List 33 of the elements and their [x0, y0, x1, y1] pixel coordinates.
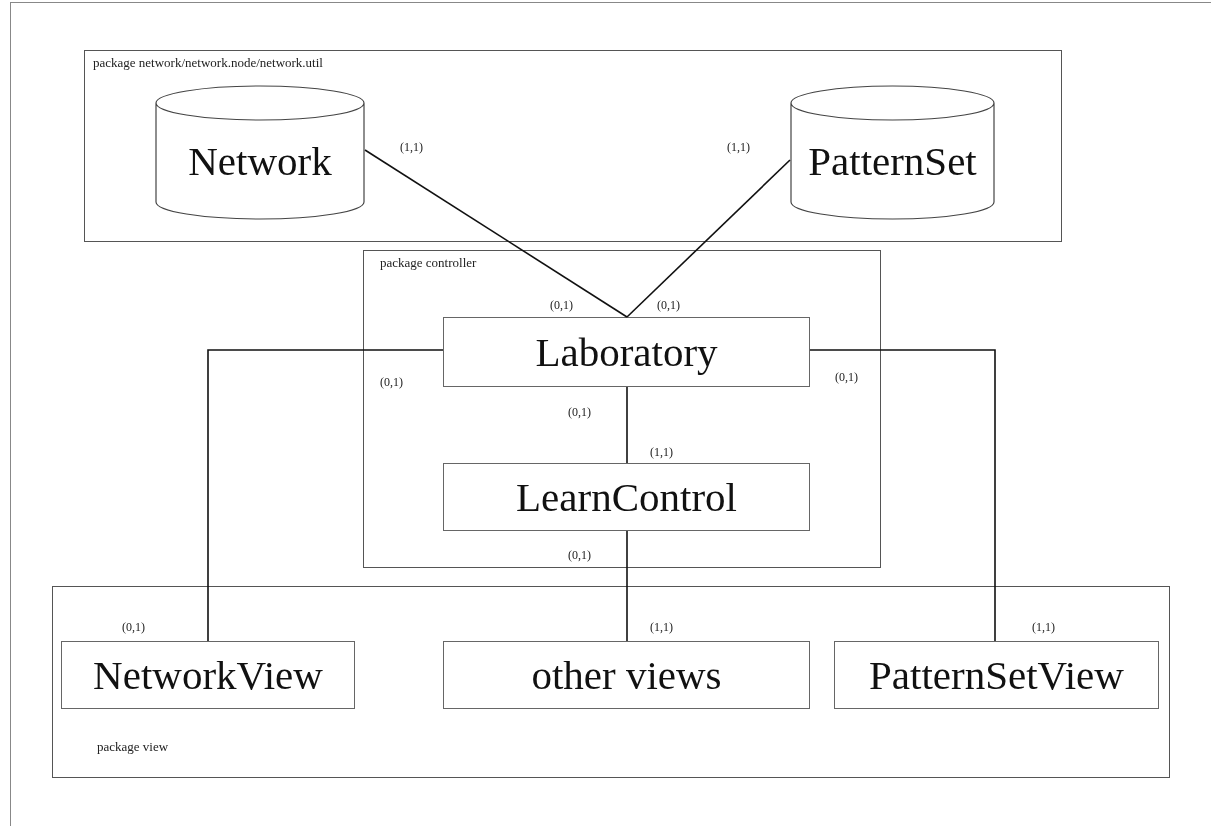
class-box [443, 463, 810, 531]
multiplicity-label: (0,1) [835, 370, 858, 385]
class-name: Network [188, 136, 332, 185]
class-name: PatternSet [808, 136, 977, 185]
package-title: package controller [380, 255, 477, 271]
multiplicity-label: (1,1) [400, 140, 423, 155]
association-line [626, 530, 628, 642]
package-frame [84, 50, 1062, 242]
package-frame [52, 586, 1170, 778]
multiplicity-label: (0,1) [568, 405, 591, 420]
association-line [626, 386, 628, 464]
class-name: NetworkView [93, 651, 323, 699]
package-frame [363, 250, 881, 568]
class-box [443, 641, 810, 709]
multiplicity-label: (0,1) [657, 298, 680, 313]
multiplicity-label: (0,1) [380, 375, 403, 390]
package-title: package network/network.node/network.util [93, 55, 323, 71]
class-name: other views [531, 651, 722, 699]
package-title: package view [97, 739, 169, 755]
class-name: Laboratory [535, 328, 718, 376]
database-cylinder [155, 85, 365, 220]
association-line [364, 149, 628, 318]
class-box [834, 641, 1159, 709]
class-name: PatternSetView [869, 651, 1124, 699]
class-name: LearnControl [516, 473, 737, 521]
multiplicity-label: (0,1) [568, 548, 591, 563]
association-line [207, 349, 444, 642]
class-box [443, 317, 810, 387]
multiplicity-label: (1,1) [727, 140, 750, 155]
association-line [809, 349, 996, 642]
database-cylinder [790, 85, 995, 220]
association-line [626, 159, 791, 318]
class-box [61, 641, 355, 709]
